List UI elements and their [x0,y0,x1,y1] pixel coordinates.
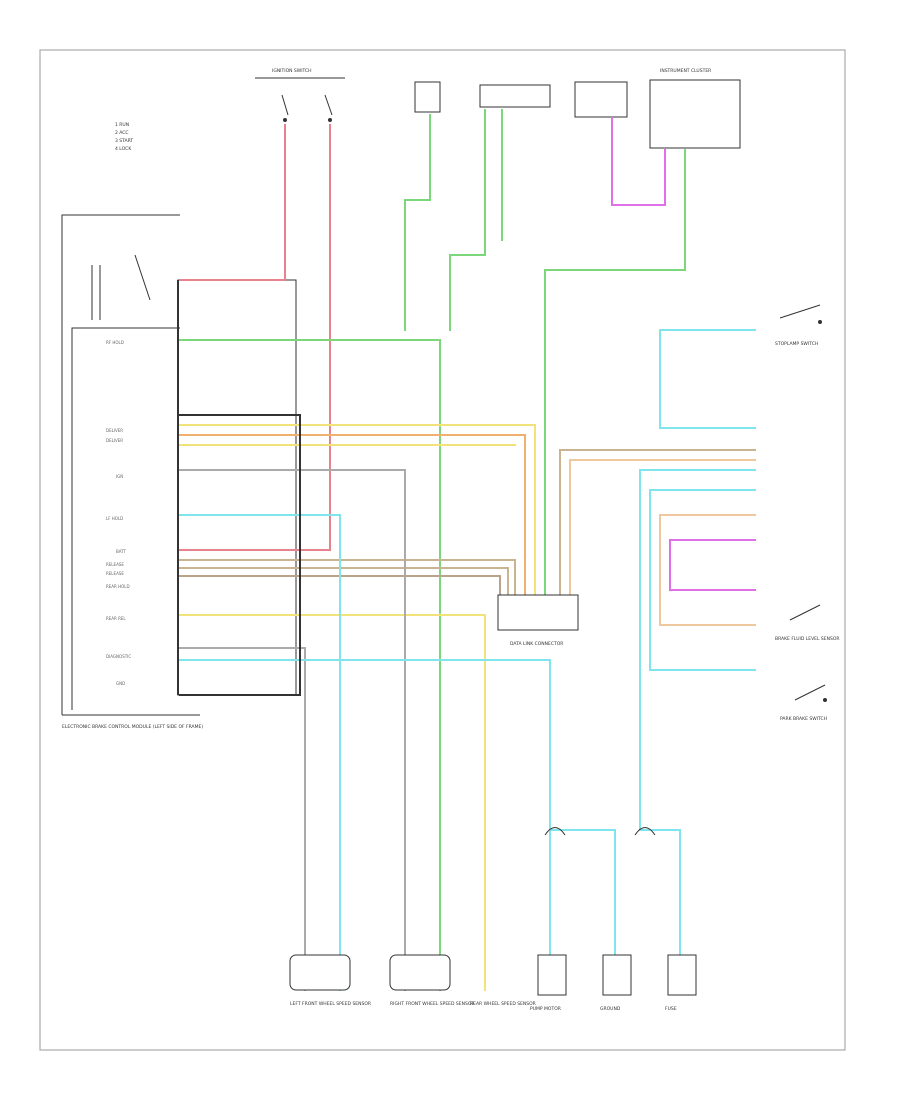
wire-tan-release-2 [179,567,509,611]
wire-gray-2 [179,647,306,991]
wire-tan-release [179,559,516,611]
wire-black-bus [179,414,301,696]
svg-text:DELIVER: DELIVER [106,428,123,433]
svg-text:2 ACC: 2 ACC [115,130,129,136]
svg-text:LF HOLD: LF HOLD [106,516,123,521]
module-pin-labels: RF HOLD DELIVER DELIVER IGN LF HOLD BATT… [106,340,131,686]
top-relay [574,81,628,118]
stoplamp-switch: STOPLAMP SWITCH [775,304,822,347]
wire-yellow-rear [179,614,486,991]
brake-fluid-switch: BRAKE FLUID LEVEL SENSOR [775,604,840,642]
wire-cyan-diag [179,659,551,991]
wire-orange-deliver [179,434,526,611]
park-brake-label: PARK BRAKE SWITCH [780,716,827,722]
svg-text:RF HOLD: RF HOLD [106,340,124,345]
top-connector-b [479,84,551,108]
fuse-symbol-1 [544,827,566,836]
lf-wss-label: LEFT FRONT WHEEL SPEED SENSOR [290,1001,371,1007]
stoplamp-switch-label: STOPLAMP SWITCH [775,341,818,347]
svg-text:IGN: IGN [116,474,123,479]
instrument-cluster: INSTRUMENT CLUSTER [649,68,741,149]
ignition-switch: IGNITION SWITCH [255,68,345,122]
svg-text:REAR HOLD: REAR HOLD [106,584,130,589]
svg-text:4 LOCK: 4 LOCK [115,146,132,152]
module-label: ELECTRONIC BRAKE CONTROL MODULE (LEFT SI… [62,724,203,730]
svg-text:1 RUN: 1 RUN [115,122,129,128]
wire-green-top-a [404,114,431,331]
wire-cyan-lf-hold [179,514,341,991]
ground-point: GROUND [600,954,632,1012]
instrument-cluster-label: INSTRUMENT CLUSTER [660,68,711,74]
svg-text:GND: GND [116,681,125,686]
wire-cyan-stoplamp [659,329,756,429]
wire-cyan-pump [549,829,616,991]
top-connector-a [414,81,441,113]
wire-magenta-right [669,539,756,591]
wire-red-ign [179,124,286,281]
fuse-block: FUSE [665,954,697,1012]
rf-wheel-speed-sensor: RIGHT FRONT WHEEL SPEED SENSOR [389,954,475,1007]
ignition-switch-label: IGNITION SWITCH [272,68,312,74]
svg-text:3 START: 3 START [115,138,133,144]
svg-text:DIAGNOSTIC: DIAGNOSTIC [106,654,131,659]
wire-cyan-right-1 [639,469,756,991]
pump-motor: PUMP MOTOR [530,954,567,1012]
wire-cyan-right-2 [649,489,756,671]
fuse-label: FUSE [665,1006,677,1012]
brake-control-module: ELECTRONIC BRAKE CONTROL MODULE (LEFT SI… [61,214,297,730]
wire-red-batt [179,124,331,551]
park-brake-switch: PARK BRAKE SWITCH [780,684,827,722]
lf-wheel-speed-sensor: LEFT FRONT WHEEL SPEED SENSOR [289,954,371,1007]
svg-text:BATT: BATT [116,549,127,554]
diagram-border [39,49,846,1051]
brake-fluid-label: BRAKE FLUID LEVEL SENSOR [775,636,840,642]
wire-tan-right [559,449,756,611]
wire-gray-ign [179,469,406,991]
ground-label: GROUND [600,1006,621,1012]
svg-text:RELEASE: RELEASE [106,571,124,576]
fuse-symbol-2 [634,827,656,836]
rf-wss-label: RIGHT FRONT WHEEL SPEED SENSOR [390,1001,475,1007]
junction-block: DATA LINK CONNECTOR [497,594,579,647]
svg-text:DELIVER: DELIVER [106,438,123,443]
wire-yellow-deliver [179,424,536,611]
rear-wss-label: REAR WHEEL SPEED SENSOR [470,1001,536,1007]
svg-text:REAR REL: REAR REL [106,616,126,621]
wire-green-top-b [449,109,486,331]
svg-text:RELEASE: RELEASE [106,562,124,567]
wire-green-cluster [544,149,686,611]
junction-label: DATA LINK CONNECTOR [510,641,563,647]
wire-orange-right [659,514,756,626]
pump-motor-label: PUMP MOTOR [530,1006,561,1012]
rear-wheel-speed-sensor: REAR WHEEL SPEED SENSOR [470,1001,536,1007]
wire-tan-right-2 [569,459,756,611]
wire-green-rf-hold [179,339,441,991]
legend: 1 RUN 2 ACC 3 START 4 LOCK [115,122,133,152]
wire-magenta-cluster [611,117,666,206]
